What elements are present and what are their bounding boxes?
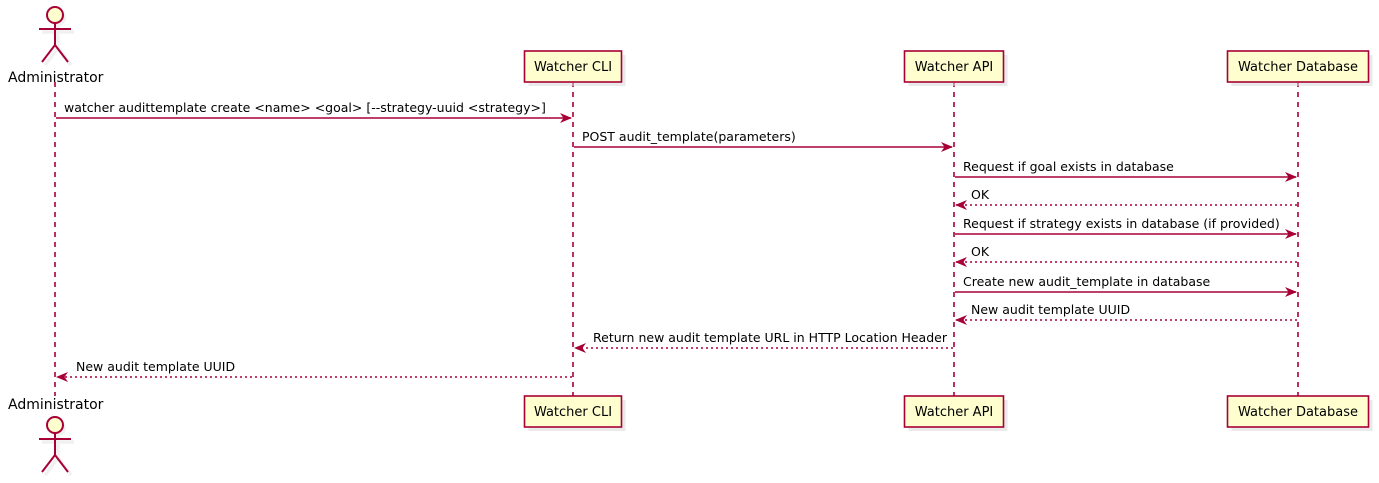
actor-head-icon bbox=[46, 416, 64, 434]
actor-label: Administrator bbox=[8, 70, 104, 86]
messages-group: watcher audittemplate create <name> <goa… bbox=[56, 100, 1297, 382]
message-7: New audit template UUID bbox=[955, 302, 1297, 325]
message-0: watcher audittemplate create <name> <goa… bbox=[56, 100, 572, 123]
message-label: New audit template UUID bbox=[76, 359, 235, 374]
participant-label: Watcher CLI bbox=[534, 60, 612, 75]
actor-head-icon bbox=[46, 6, 64, 24]
actor-admin-bottom[interactable]: Administrator bbox=[8, 397, 104, 477]
participant-rect[interactable] bbox=[1226, 50, 1370, 83]
message-label: Request if strategy exists in database (… bbox=[963, 216, 1280, 231]
message-label: OK bbox=[971, 187, 990, 202]
participant-box-db-top[interactable]: Watcher Database bbox=[1226, 50, 1373, 86]
participant-rect[interactable] bbox=[1226, 395, 1370, 428]
message-5: OK bbox=[955, 244, 1297, 267]
message-6: Create new audit_template in database bbox=[955, 274, 1297, 297]
message-label: watcher audittemplate create <name> <goa… bbox=[64, 100, 546, 115]
message-label: Return new audit template URL in HTTP Lo… bbox=[593, 330, 948, 345]
message-label: Request if goal exists in database bbox=[963, 159, 1174, 174]
message-label: POST audit_template(parameters) bbox=[582, 129, 796, 144]
message-4: Request if strategy exists in database (… bbox=[955, 216, 1297, 239]
participant-box-cli-top[interactable]: Watcher CLI bbox=[523, 50, 626, 86]
participant-label: Watcher Database bbox=[1238, 60, 1358, 75]
participant-label: Watcher API bbox=[915, 405, 994, 420]
participant-box-api-top[interactable]: Watcher API bbox=[903, 50, 1008, 86]
participant-box-api-bottom[interactable]: Watcher API bbox=[903, 395, 1008, 431]
participant-rect[interactable] bbox=[903, 50, 1005, 83]
participant-box-cli-bottom[interactable]: Watcher CLI bbox=[523, 395, 626, 431]
message-1: POST audit_template(parameters) bbox=[574, 129, 953, 152]
message-9: New audit template UUID bbox=[56, 359, 572, 382]
lifelines-group bbox=[54, 82, 1299, 396]
participant-label: Watcher Database bbox=[1238, 405, 1358, 420]
participant-label: Watcher CLI bbox=[534, 405, 612, 420]
participant-rect[interactable] bbox=[903, 395, 1005, 428]
participant-label: Watcher API bbox=[915, 60, 994, 75]
actor-label: Administrator bbox=[8, 397, 104, 413]
message-label: Create new audit_template in database bbox=[963, 274, 1210, 289]
message-2: Request if goal exists in database bbox=[955, 159, 1297, 182]
actor-admin-top[interactable]: Administrator bbox=[8, 6, 104, 86]
message-label: New audit template UUID bbox=[971, 302, 1130, 317]
participant-rect[interactable] bbox=[523, 50, 623, 83]
message-8: Return new audit template URL in HTTP Lo… bbox=[574, 330, 953, 353]
actor-body-icon bbox=[39, 23, 71, 63]
participant-box-db-bottom[interactable]: Watcher Database bbox=[1226, 395, 1373, 431]
actor-body-icon bbox=[39, 433, 71, 473]
message-3: OK bbox=[955, 187, 1297, 210]
message-label: OK bbox=[971, 244, 990, 259]
participant-rect[interactable] bbox=[523, 395, 623, 428]
